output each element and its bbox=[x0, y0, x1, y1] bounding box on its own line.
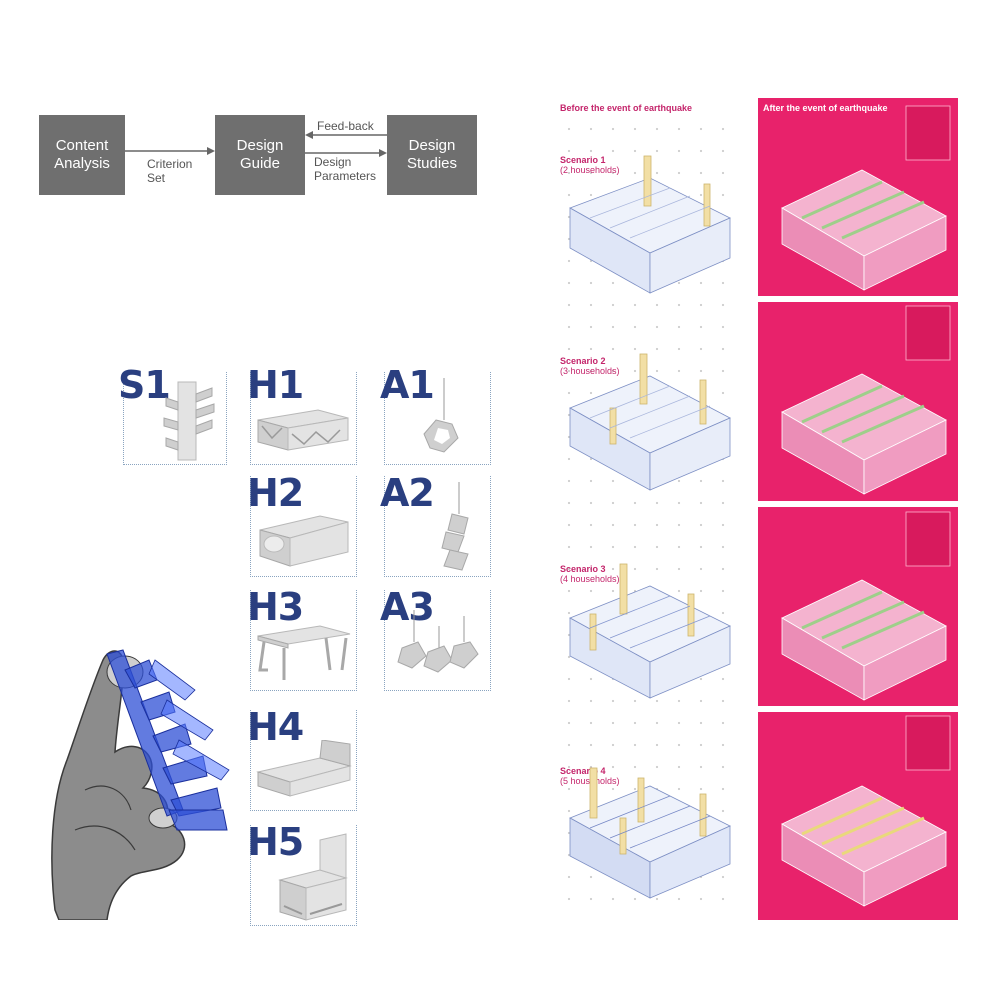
tray-icon bbox=[256, 740, 352, 797]
scenario-4-title: Scenario 4 bbox=[560, 766, 606, 776]
feedback-label: Feed-back bbox=[317, 119, 374, 133]
divider bbox=[758, 501, 958, 507]
stacked-shelf-icon bbox=[163, 381, 215, 461]
module-code-a2: A2 bbox=[380, 471, 435, 515]
module-cell-h1 bbox=[250, 372, 357, 465]
design-parameters-label: Design Parameters bbox=[314, 155, 377, 183]
before-isometric-drawings bbox=[569, 155, 731, 899]
module-code-h5: H5 bbox=[247, 820, 304, 864]
module-cell-a2 bbox=[384, 476, 491, 577]
sofa-icon bbox=[259, 515, 349, 567]
scenario-1-subtitle: (2 households) bbox=[560, 165, 620, 175]
scenario-3-subtitle: (4 households) bbox=[560, 574, 620, 584]
table-icon bbox=[257, 625, 351, 680]
divider bbox=[758, 296, 958, 302]
chair-icon bbox=[278, 833, 348, 921]
pendant-cluster-icon bbox=[397, 610, 479, 673]
truss-platform-icon bbox=[257, 409, 349, 451]
before-header: Before the event of earthquake bbox=[560, 103, 693, 113]
module-code-h2: H2 bbox=[247, 471, 304, 515]
scenario-2-subtitle: (3 households) bbox=[560, 366, 620, 376]
design-guide-box: Design Guide bbox=[215, 115, 305, 195]
module-cell-h4 bbox=[250, 710, 357, 811]
module-code-a3: A3 bbox=[380, 585, 435, 629]
divider bbox=[758, 706, 958, 712]
module-cell-h2 bbox=[250, 476, 357, 577]
scenario-2-title: Scenario 2 bbox=[560, 356, 606, 366]
pendant-chain-icon bbox=[441, 482, 469, 571]
design-studies-box: Design Studies bbox=[387, 115, 477, 195]
module-cell-s1 bbox=[123, 372, 227, 465]
module-code-h4: H4 bbox=[247, 705, 304, 749]
module-code-h1: H1 bbox=[247, 363, 304, 407]
module-code-h3: H3 bbox=[247, 585, 304, 629]
module-cell-h3 bbox=[250, 590, 357, 691]
module-cell-a1 bbox=[384, 372, 491, 465]
flowchart-arrows bbox=[125, 131, 387, 157]
after-isometric-drawings bbox=[781, 105, 951, 907]
module-code-s1: S1 bbox=[118, 363, 171, 407]
criterion-set-label: Criterion Set bbox=[147, 157, 193, 185]
after-header: After the event of earthquake bbox=[763, 103, 888, 113]
scenario-1-title: Scenario 1 bbox=[560, 155, 606, 165]
content-analysis-box: Content Analysis bbox=[39, 115, 125, 195]
hand-holding-model-illustration bbox=[51, 649, 230, 920]
module-code-a1: A1 bbox=[380, 363, 435, 407]
module-cell-a3 bbox=[384, 590, 491, 691]
module-cell-h5 bbox=[250, 825, 357, 926]
scenario-3-title: Scenario 3 bbox=[560, 564, 606, 574]
pendant-icon bbox=[423, 378, 459, 453]
